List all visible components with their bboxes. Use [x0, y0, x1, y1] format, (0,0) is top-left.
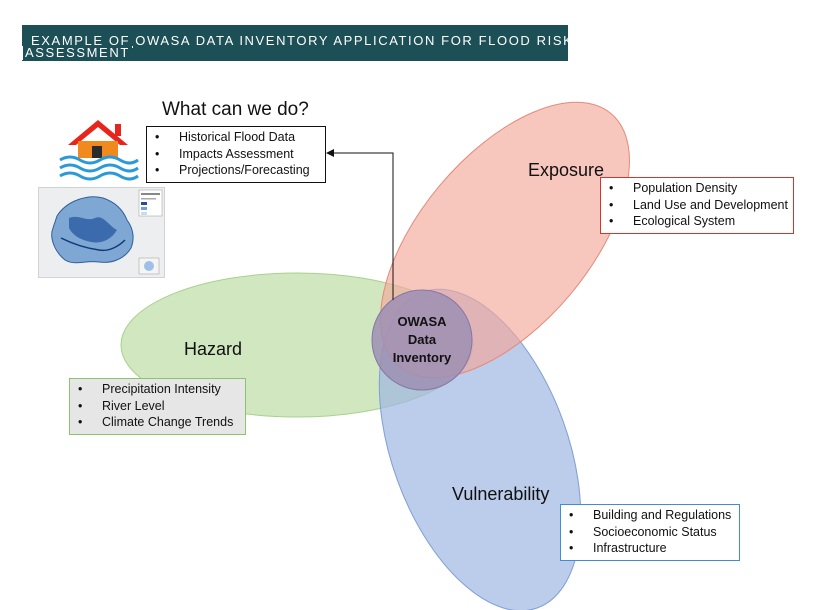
exposure-label: Exposure: [528, 160, 604, 180]
list-item: Projections/Forecasting: [155, 162, 319, 179]
vulnerability-factors-box: Building and Regulations Socioeconomic S…: [560, 504, 740, 561]
exposure-factors-box: Population Density Land Use and Developm…: [600, 177, 794, 234]
center-label-line-2: Data: [408, 332, 437, 347]
list-item: Land Use and Development: [609, 197, 788, 214]
list-item: Socioeconomic Status: [569, 524, 733, 541]
center-overlap: [371, 289, 473, 391]
list-item: Population Density: [609, 180, 787, 197]
banner-title-line-1: EXAMPLE OF OWASA DATA INVENTORY APPLICAT…: [31, 33, 574, 48]
banner-title-line-2-text: ASSESSMENT: [23, 45, 132, 60]
center-label-line-3: Inventory: [393, 350, 452, 365]
vulnerability-label: Vulnerability: [452, 484, 549, 504]
what-can-we-do-box: Historical Flood Data Impacts Assessment…: [146, 126, 326, 183]
hazard-factors-box: Precipitation Intensity River Level Clim…: [69, 378, 246, 435]
list-item: Historical Flood Data: [155, 129, 319, 146]
banner-title-line-2: ASSESSMENT: [22, 46, 133, 60]
list-item: Impacts Assessment: [155, 146, 319, 163]
flood-map-thumbnail: [38, 187, 165, 278]
map-graphic: [39, 188, 164, 277]
list-item: Infrastructure: [569, 540, 733, 557]
list-item: Climate Change Trends: [78, 414, 239, 431]
center-label-line-1: OWASA: [397, 314, 447, 329]
list-item: Precipitation Intensity: [78, 381, 239, 398]
list-item: Building and Regulations: [569, 507, 733, 524]
connector-arrow: [333, 152, 394, 300]
what-can-we-do-title: What can we do?: [162, 99, 309, 120]
flooded-house-icon: [59, 120, 139, 181]
list-item: Ecological System: [609, 213, 787, 230]
banner-lower-band: [132, 48, 568, 61]
arrowhead: [326, 149, 334, 157]
hazard-label: Hazard: [184, 339, 242, 359]
list-item: River Level: [78, 398, 239, 415]
